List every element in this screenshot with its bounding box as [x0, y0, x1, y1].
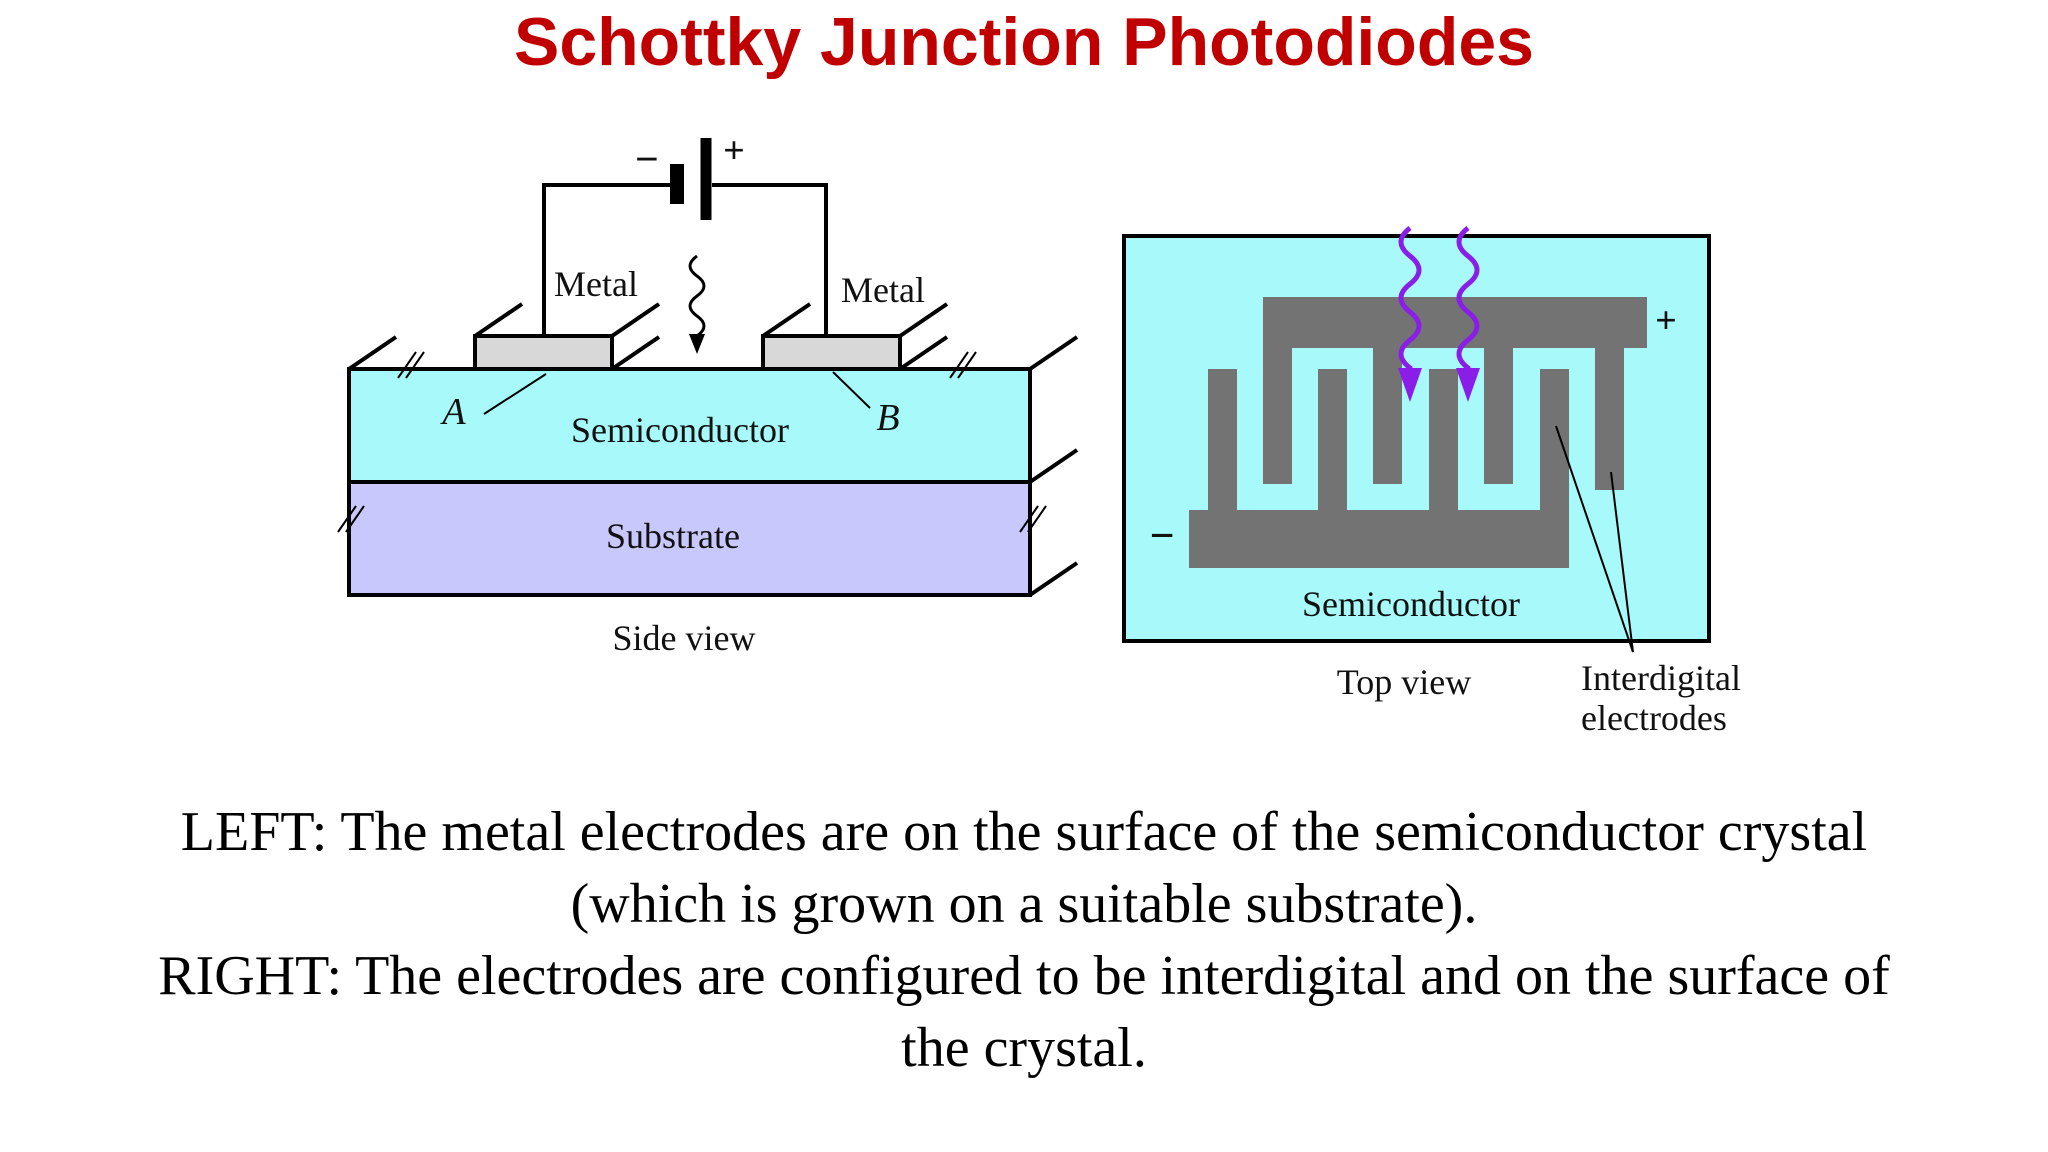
battery-negative-plate	[670, 164, 684, 204]
metal-contact-right	[761, 334, 902, 371]
caption-line-3: RIGHT: The electrodes are configured to …	[158, 945, 1890, 1007]
substrate-layer	[347, 480, 1032, 597]
substrate-label: Substrate	[606, 516, 740, 556]
caption-line-4: the crystal.	[901, 1017, 1147, 1079]
interdigital-label-line2: electrodes	[1581, 698, 1727, 738]
light-arrows-top	[1398, 226, 1480, 386]
semiconductor-label: Semiconductor	[571, 410, 789, 450]
explanation-caption: LEFT: The metal electrodes are on the su…	[60, 796, 1988, 1084]
metal-contact-left	[473, 334, 614, 371]
battery-minus-label: −	[635, 137, 659, 183]
top-view-caption: Top view	[1337, 662, 1471, 702]
point-a-label: A	[439, 391, 466, 433]
metal-left-label: Metal	[554, 264, 638, 304]
positive-terminal-label: +	[1655, 300, 1677, 342]
light-arrow-head-2	[1456, 368, 1480, 402]
side-view-caption: Side view	[613, 618, 756, 658]
side-view-diagram	[337, 138, 1079, 597]
caption-line-2: (which is grown on a suitable substrate)…	[570, 873, 1478, 935]
point-b-label: B	[876, 397, 899, 439]
semiconductor-layer	[347, 367, 1032, 484]
battery-plus-label: +	[723, 130, 745, 172]
interdigital-label-line1: Interdigital	[1581, 658, 1741, 698]
light-arrow-head-1	[1398, 368, 1422, 402]
negative-electrode-comb	[1189, 369, 1569, 568]
incident-light-wave	[688, 254, 706, 338]
negative-terminal-label: −	[1149, 511, 1174, 560]
top-view-diagram	[1122, 226, 1711, 653]
break-marks	[337, 351, 1047, 533]
page-title: Schottky Junction Photodiodes	[513, 4, 1535, 80]
metal-right-label: Metal	[841, 270, 925, 310]
electrode-leader-lines	[1555, 425, 1634, 653]
top-semiconductor-label: Semiconductor	[1302, 584, 1520, 624]
caption-line-1: LEFT: The metal electrodes are on the su…	[180, 801, 1868, 863]
positive-electrode-comb	[1263, 297, 1647, 490]
light-arrow-head	[689, 334, 705, 354]
